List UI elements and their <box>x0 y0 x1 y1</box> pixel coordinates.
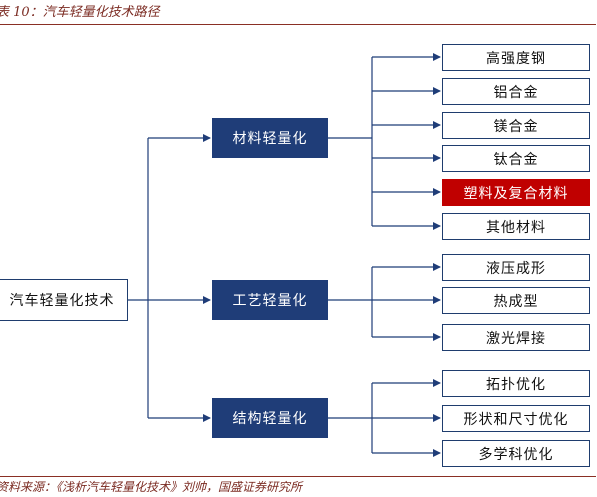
branch-node-structure: 结构轻量化 <box>212 398 328 438</box>
branch-node-process: 工艺轻量化 <box>212 280 328 320</box>
leaf-node-shape-size-optimization: 形状和尺寸优化 <box>442 405 590 432</box>
leaf-node-aluminum-alloy: 铝合金 <box>442 78 590 105</box>
leaf-node-titanium-alloy: 钛合金 <box>442 145 590 172</box>
leaf-node-laser-welding: 激光焊接 <box>442 324 590 351</box>
figure-caption: 表 10：汽车轻量化技术路径 <box>0 2 596 25</box>
leaf-node-high-strength-steel: 高强度钢 <box>442 44 590 71</box>
leaf-node-magnesium-alloy: 镁合金 <box>442 112 590 139</box>
leaf-node-other-materials: 其他材料 <box>442 213 590 240</box>
leaf-node-plastics-composites: 塑料及复合材料 <box>442 179 590 206</box>
leaf-node-hydroforming: 液压成形 <box>442 254 590 281</box>
leaf-node-multidisciplinary-optimization: 多学科优化 <box>442 440 590 467</box>
root-node: 汽车轻量化技术 <box>0 279 128 321</box>
branch-node-material: 材料轻量化 <box>212 118 328 158</box>
source-note: 资料来源：《浅析汽车轻量化技术》刘帅，国盛证券研究所 <box>0 476 596 497</box>
leaf-node-topology-optimization: 拓扑优化 <box>442 370 590 397</box>
leaf-node-hot-forming: 热成型 <box>442 287 590 314</box>
